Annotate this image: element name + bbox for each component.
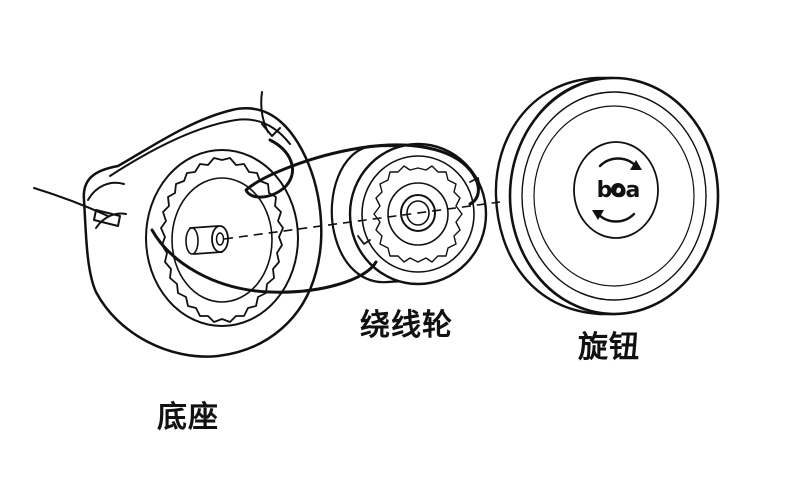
label-knob: 旋钮 xyxy=(578,330,640,365)
base-inner-seat xyxy=(145,149,299,327)
lace-cable xyxy=(33,91,480,294)
label-base: 底座 xyxy=(157,400,219,435)
knob-center-cap xyxy=(573,141,659,239)
assembly-axis xyxy=(223,201,501,240)
lace-loop-lower xyxy=(150,228,378,294)
base-lace-port xyxy=(93,209,121,227)
label-spool: 绕线轮 xyxy=(360,308,453,343)
spool-part xyxy=(330,142,488,286)
base-part xyxy=(82,107,323,358)
lace-top-end xyxy=(260,91,269,133)
base-top-ridge xyxy=(109,118,291,177)
base-front-lip xyxy=(95,212,127,229)
knob-rotate-arrow-bottom-icon xyxy=(596,212,636,223)
knob-rotate-arrow-top-icon xyxy=(598,157,638,168)
knob-logo: boa xyxy=(597,178,640,203)
lace-left-end xyxy=(33,187,109,217)
knob-outer-face xyxy=(508,76,720,316)
lace-loop-upper xyxy=(244,138,480,206)
knob-part xyxy=(494,76,720,316)
spool-center-hole xyxy=(400,194,436,232)
